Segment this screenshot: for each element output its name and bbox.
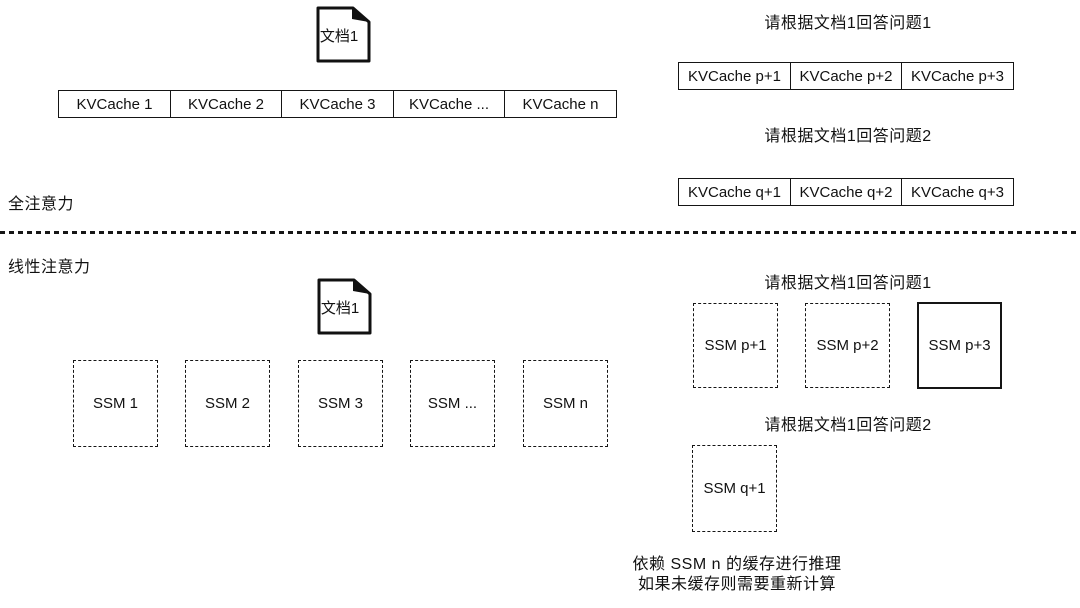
ssm-box-n: SSM n bbox=[523, 360, 608, 447]
full-attention-label: 全注意力 bbox=[8, 196, 75, 213]
ssm-box-1: SSM 1 bbox=[73, 360, 158, 447]
question-2-heading-top: 请根据文档1回答问题2 bbox=[764, 128, 932, 145]
kvcache-cell-p2: KVCache p+2 bbox=[789, 62, 903, 90]
kvcache-cell-q1: KVCache q+1 bbox=[678, 178, 791, 206]
ssm-box-p1: SSM p+1 bbox=[693, 303, 778, 388]
document-label: 文档1 bbox=[319, 27, 359, 45]
kvcache-cell-2: KVCache 2 bbox=[169, 90, 283, 118]
kvcache-cell-q3: KVCache q+3 bbox=[901, 178, 1014, 206]
section-divider-dashed-line bbox=[0, 231, 1080, 234]
inference-caption: 依赖 SSM n 的缓存进行推理 如果未缓存则需要重新计算 bbox=[592, 555, 882, 595]
inference-caption-line-1: 依赖 SSM n 的缓存进行推理 bbox=[632, 556, 842, 573]
linear-attention-label: 线性注意力 bbox=[8, 259, 91, 276]
ssm-box-2: SSM 2 bbox=[185, 360, 270, 447]
ssm-box-ellipsis: SSM ... bbox=[410, 360, 495, 447]
inference-caption-line-2: 如果未缓存则需要重新计算 bbox=[637, 576, 836, 593]
document-page-icon bbox=[317, 278, 372, 335]
document-label: 文档1 bbox=[320, 299, 360, 317]
ssm-box-p2: SSM p+2 bbox=[805, 303, 890, 388]
ssm-box-p3-solid: SSM p+3 bbox=[917, 302, 1002, 389]
document-icon-linear-attention: 文档1 bbox=[314, 276, 374, 336]
question-1-heading-bottom: 请根据文档1回答问题1 bbox=[764, 275, 932, 292]
question-2-heading-bottom: 请根据文档1回答问题2 bbox=[764, 417, 932, 434]
ssm-box-q1: SSM q+1 bbox=[692, 445, 777, 532]
kvcache-document-row: KVCache 1 KVCache 2 KVCache 3 KVCache ..… bbox=[58, 90, 617, 118]
kvcache-cell-n: KVCache n bbox=[504, 90, 617, 118]
kvcache-cell-1: KVCache 1 bbox=[58, 90, 171, 118]
kvcache-question2-row: KVCache q+1 KVCache q+2 KVCache q+3 bbox=[678, 178, 1014, 206]
kvcache-cell-p1: KVCache p+1 bbox=[678, 62, 791, 90]
question-1-heading-top: 请根据文档1回答问题1 bbox=[764, 15, 932, 32]
kvcache-question1-row: KVCache p+1 KVCache p+2 KVCache p+3 bbox=[678, 62, 1014, 90]
kvcache-cell-q2: KVCache q+2 bbox=[789, 178, 903, 206]
ssm-box-3: SSM 3 bbox=[298, 360, 383, 447]
kvcache-cell-3: KVCache 3 bbox=[281, 90, 394, 118]
kvcache-cell-p3: KVCache p+3 bbox=[901, 62, 1014, 90]
document-page-icon bbox=[316, 6, 371, 63]
kvcache-cell-ellipsis: KVCache ... bbox=[392, 90, 506, 118]
document-icon-full-attention: 文档1 bbox=[313, 4, 373, 64]
